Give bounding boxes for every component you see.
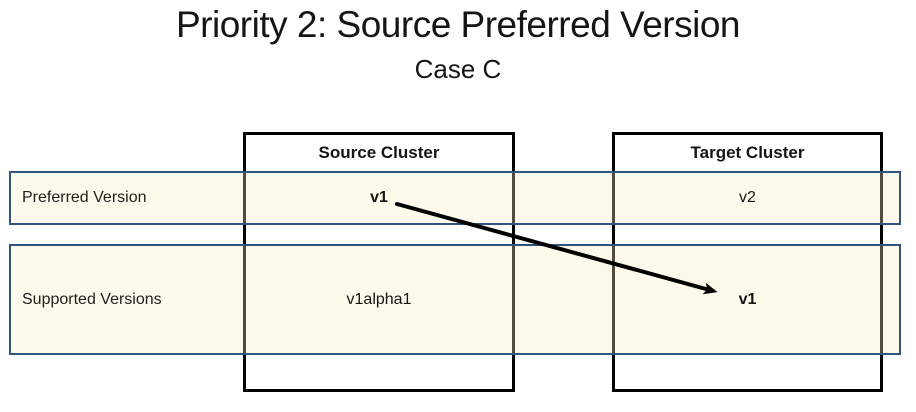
preferred-version-label: Preferred Version (22, 189, 147, 206)
cell-target-preferred-version: v2 (739, 189, 756, 206)
source-cluster-title: Source Cluster (318, 143, 440, 162)
target-cluster-title: Target Cluster (690, 143, 805, 162)
page-subtitle: Case C (414, 54, 502, 84)
page-title: Priority 2: Source Preferred Version (176, 4, 740, 45)
cell-source-preferred-version: v1 (370, 189, 388, 206)
cell-target-supported-versions: v1 (738, 290, 757, 308)
cell-source-supported-versions: v1alpha1 (346, 290, 412, 308)
supported-versions-row: Supported Versions (9, 244, 901, 355)
supported-versions-label: Supported Versions (22, 290, 162, 308)
